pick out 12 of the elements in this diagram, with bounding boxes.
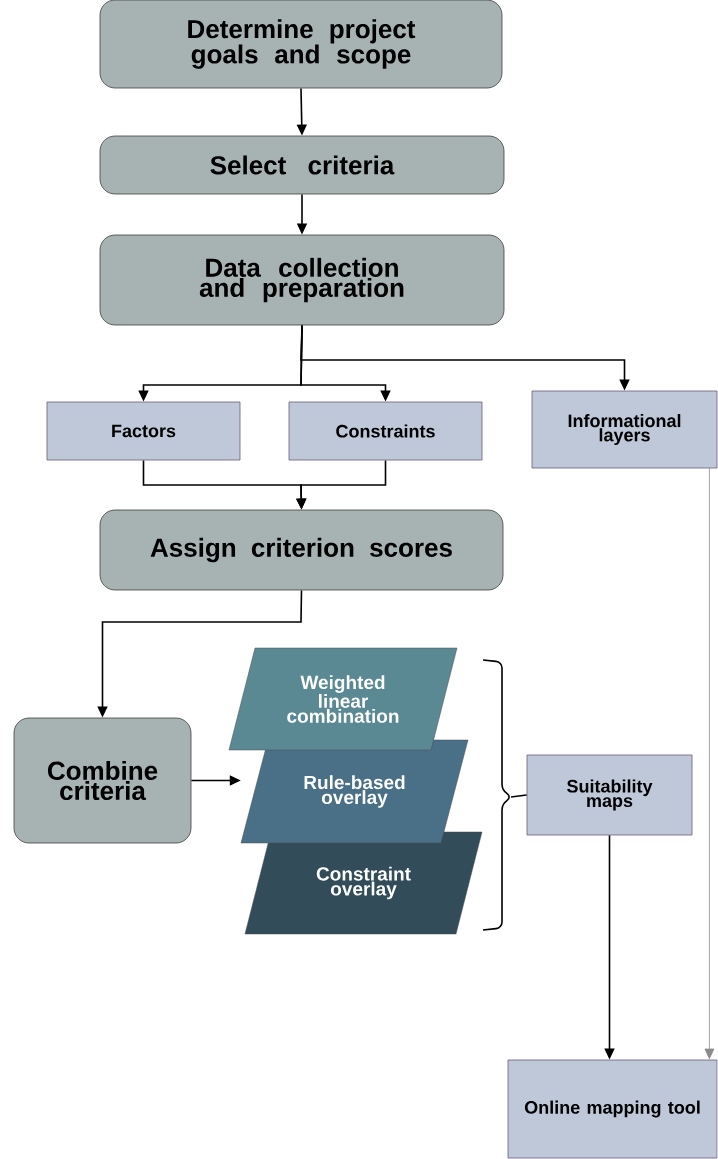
process-box: Assign criterion scores: [99, 509, 504, 591]
process-box: Determine project goals and scope: [99, 0, 503, 89]
process-box: Constraints: [288, 401, 483, 461]
process-box: Online mapping tool: [507, 1059, 718, 1159]
process-box: Data collection and preparation: [99, 234, 505, 326]
arrow: [704, 468, 715, 1060]
method-parallelogram: Weighted linear combination: [228, 647, 458, 751]
process-box: Suitability maps: [526, 754, 693, 836]
process-box: Combine criteria: [13, 717, 192, 844]
process-box: Informational layers: [531, 390, 718, 469]
process-box: Factors: [46, 401, 241, 461]
process-box: Select criteria: [99, 135, 505, 195]
